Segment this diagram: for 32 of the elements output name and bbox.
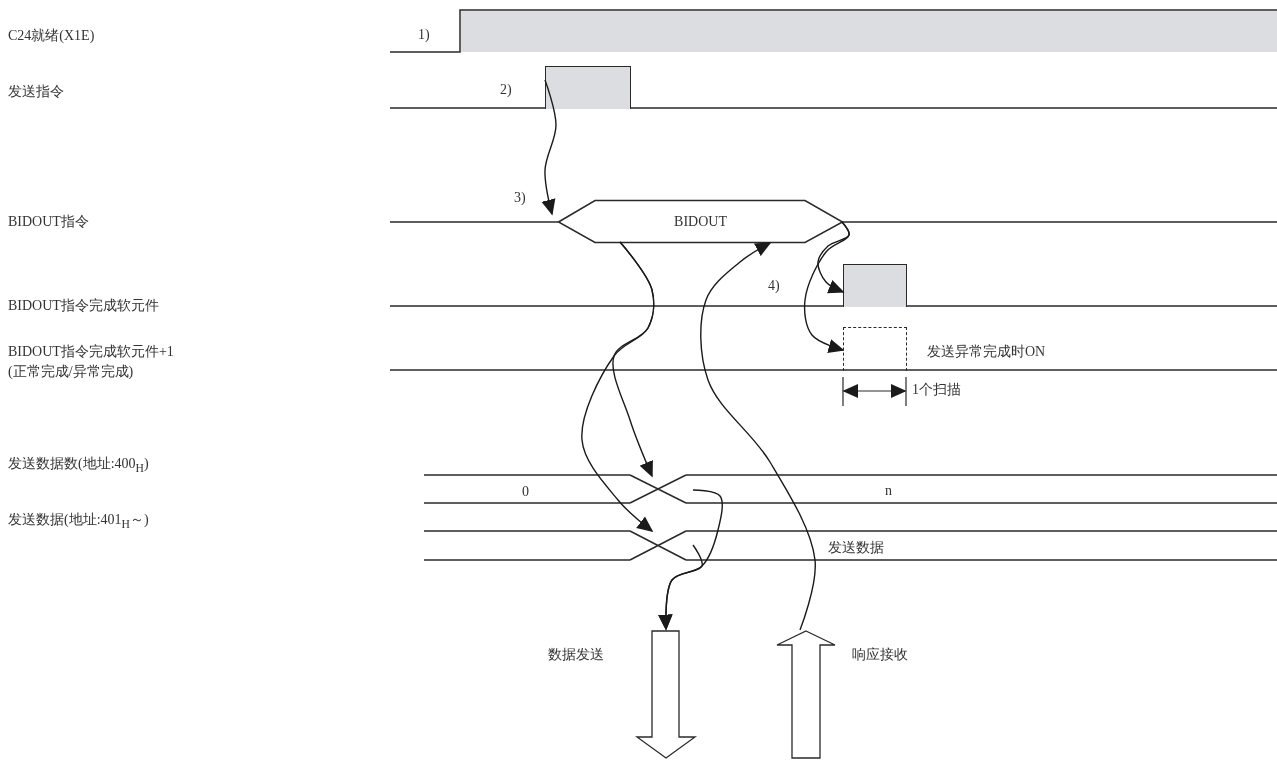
arrow: [581, 241, 655, 532]
arrow: [803, 221, 850, 353]
dimension-label: 1个扫描: [912, 381, 961, 399]
step-number: 4): [768, 277, 780, 295]
bus-value-label: 0: [522, 483, 529, 501]
signal-name: BIDOUT指令: [8, 213, 89, 231]
step-number: 1): [418, 26, 430, 44]
hollow-arrow: [776, 630, 836, 759]
bus-transition: [630, 531, 686, 561]
arrow: [541, 79, 557, 216]
annotation-text: 响应接收: [852, 646, 908, 664]
signal-name: BIDOUT指令完成软元件+1 (正常完成/异常完成): [8, 343, 175, 381]
arrow: [700, 242, 816, 631]
bus-value-label: 发送数据: [828, 539, 884, 557]
annotation-text: 发送异常完成时ON: [927, 343, 1046, 361]
step-number: 2): [500, 81, 512, 99]
signal-name: 发送数据数(地址:400$_{H}$): [8, 455, 149, 477]
pulse-waveform: [843, 264, 907, 307]
bus-transition: [630, 475, 686, 504]
arrow: [658, 544, 703, 631]
signal-name: 发送数据(地址:401$_{H}$～): [8, 511, 149, 533]
signal-name: C24就绪(X1E): [8, 27, 95, 45]
signal-name: 发送指令: [8, 83, 64, 101]
dashed-pulse-outline: [843, 327, 907, 371]
annotation-text: 数据发送: [548, 646, 604, 664]
bus-value-label: BIDOUT: [674, 213, 727, 230]
step-number: 3): [514, 189, 526, 207]
bus-hexagon: [558, 200, 843, 243]
bus-value-label: n: [885, 482, 892, 500]
pulse-waveform: [545, 66, 631, 109]
signal-name: BIDOUT指令完成软元件: [8, 297, 159, 315]
hollow-arrow: [636, 630, 696, 759]
